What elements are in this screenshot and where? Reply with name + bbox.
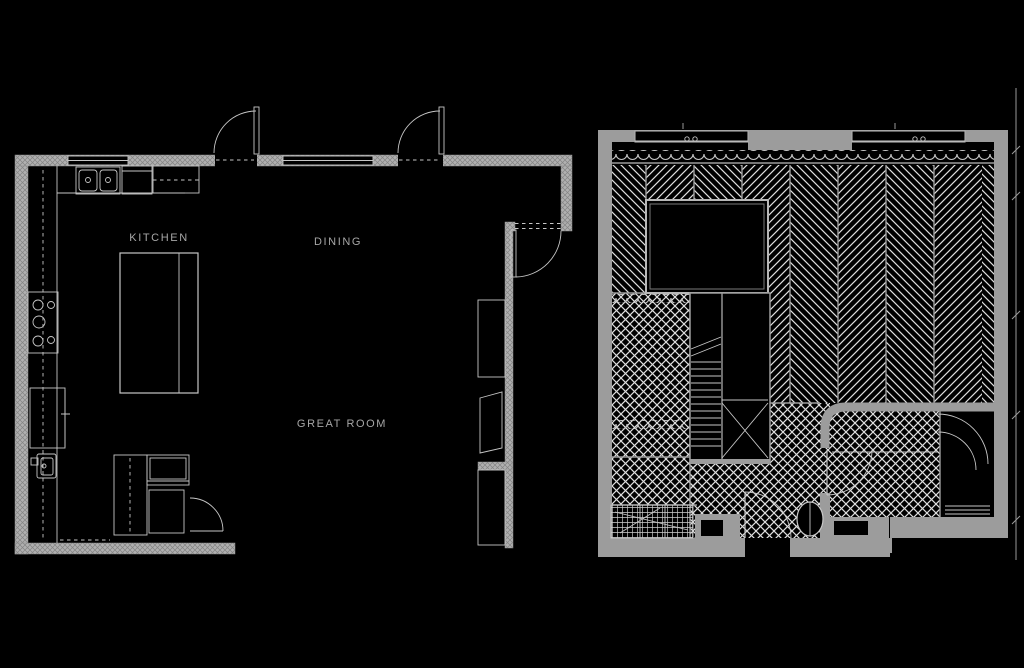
- great-room-label: GREAT ROOM: [296, 418, 388, 430]
- window-icon: [851, 130, 966, 143]
- entry-door-icon: [397, 106, 445, 167]
- prep-sink-icon: [30, 453, 57, 479]
- chase-opening: [701, 520, 723, 536]
- pantry-cabinet: [146, 454, 224, 534]
- base-cabinet: [113, 454, 148, 536]
- great-room-east-wall: [504, 230, 514, 549]
- stair-treads: [691, 361, 721, 447]
- media-wall-divider: [477, 461, 513, 471]
- open-floor-area: [645, 199, 769, 294]
- dining-east-wall: [560, 165, 573, 223]
- east-wall: [994, 142, 1008, 538]
- closet-door-icon: [937, 413, 990, 515]
- cooktop-icon: [27, 291, 59, 354]
- exterior-walls: [598, 130, 1008, 557]
- radius-partition-wall: [820, 402, 994, 540]
- dining-label: DINING: [313, 236, 363, 248]
- door-icon: [826, 449, 873, 496]
- window-icon: [282, 155, 374, 166]
- double-sink-icon: [75, 166, 121, 195]
- equipment-block: [610, 504, 694, 539]
- refrigerator-recess-icon: [152, 165, 200, 194]
- window-icon: [67, 155, 129, 166]
- window-icon: [634, 130, 749, 143]
- kitchen-island: [119, 252, 199, 394]
- dining-door-icon: [510, 223, 562, 278]
- dimension-line: [682, 88, 1021, 560]
- staircase: [689, 292, 771, 464]
- entry-door-icon: [213, 106, 260, 167]
- tv-icon: [479, 391, 503, 454]
- west-wall: [598, 142, 612, 545]
- right-floor-plan: [598, 88, 1021, 560]
- door-icon: [744, 491, 792, 539]
- tile-floor: [612, 293, 940, 538]
- stair-break-line: [690, 336, 722, 357]
- chase-opening: [834, 521, 868, 535]
- west-wall: [14, 165, 29, 555]
- media-wall: [477, 299, 506, 546]
- left-floor-plan: [14, 106, 573, 555]
- dishwasher-icon: [121, 165, 153, 195]
- shaft-cross: [721, 402, 769, 459]
- column-fixture-icon: [796, 501, 824, 537]
- south-wall: [14, 542, 236, 555]
- kitchen-label: KITCHEN: [129, 232, 189, 244]
- curtain-scallop-icon: [612, 150, 996, 429]
- refrigerator-icon: [29, 387, 70, 449]
- pantry-door-icon: [189, 497, 224, 532]
